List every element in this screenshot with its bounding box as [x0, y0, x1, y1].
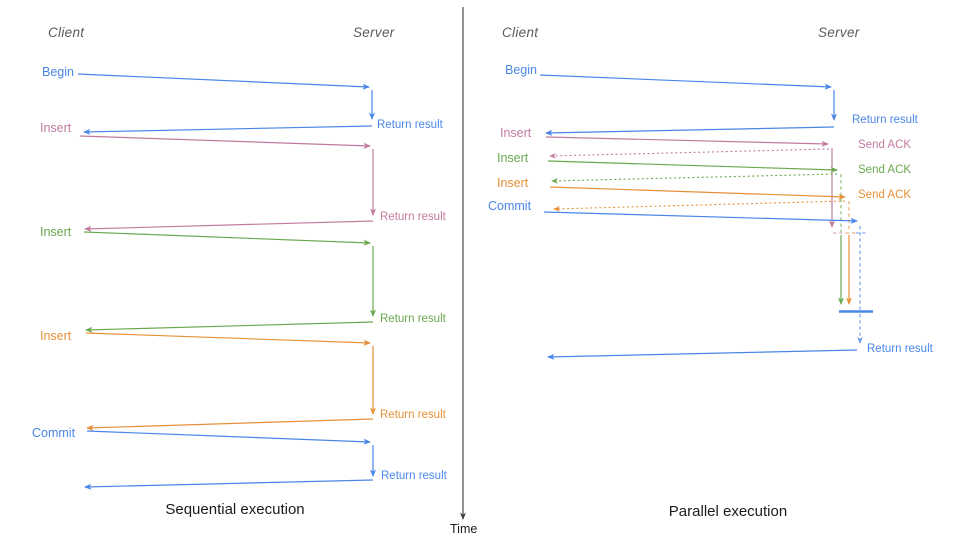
seq-begin-send-line [77, 73, 371, 90]
seq-begin-return-line [82, 125, 373, 135]
seq-server-label: Server [353, 25, 395, 40]
par-insert3-ack-line [553, 200, 846, 212]
seq-insert3-label: Insert [40, 329, 72, 343]
par-client-label: Client [502, 25, 539, 40]
par-insert2-ack: Send ACK [858, 164, 912, 176]
par-begin-result: Return result [852, 114, 918, 126]
par-commit-send-line [543, 211, 859, 224]
seq-insert1-label: Insert [40, 121, 72, 135]
seq-insert2-label: Insert [40, 225, 72, 239]
par-commit-result: Return result [867, 343, 933, 355]
seq-insert1-result: Return result [380, 211, 446, 223]
par-insert2-label: Insert [497, 151, 529, 165]
seq-insert3-send-line [85, 332, 372, 346]
par-insert3-send-line [549, 186, 847, 200]
seq-commit-send-line [86, 430, 372, 445]
seq-caption: Sequential execution [165, 501, 305, 518]
par-insert1-send-line [545, 136, 830, 147]
par-begin-label: Begin [505, 63, 537, 77]
seq-insert2-send-line [83, 231, 372, 246]
par-insert1-label: Insert [500, 126, 532, 140]
par-insert1-ack-line [549, 148, 830, 159]
seq-insert3-return-line [85, 418, 374, 431]
par-commit-label: Commit [488, 199, 532, 213]
seq-commit-return-line [83, 479, 374, 490]
seq-insert2-result: Return result [380, 313, 446, 325]
par-insert2-send-line [547, 160, 839, 173]
seq-begin-label: Begin [42, 65, 74, 79]
seq-insert2-return-line [84, 321, 374, 333]
par-begin-send-line [539, 74, 833, 90]
par-caption: Parallel execution [668, 503, 788, 520]
seq-begin-result: Return result [377, 119, 443, 131]
par-insert3-label: Insert [497, 176, 529, 190]
par-begin-return-line [544, 126, 835, 136]
seq-insert3-result: Return result [380, 409, 446, 421]
seq-client-label: Client [48, 25, 85, 40]
seq-commit-label: Commit [32, 426, 76, 440]
par-commit-return-line [546, 349, 858, 360]
seq-insert1-send-line [79, 135, 372, 149]
par-server-label: Server [818, 25, 860, 40]
time-axis-label: Time [450, 522, 478, 536]
par-insert3-ack: Send ACK [858, 189, 912, 201]
par-insert2-ack-line [551, 173, 838, 184]
seq-insert1-return-line [83, 220, 374, 232]
seq-commit-result: Return result [381, 470, 447, 482]
par-insert1-ack: Send ACK [858, 139, 912, 151]
